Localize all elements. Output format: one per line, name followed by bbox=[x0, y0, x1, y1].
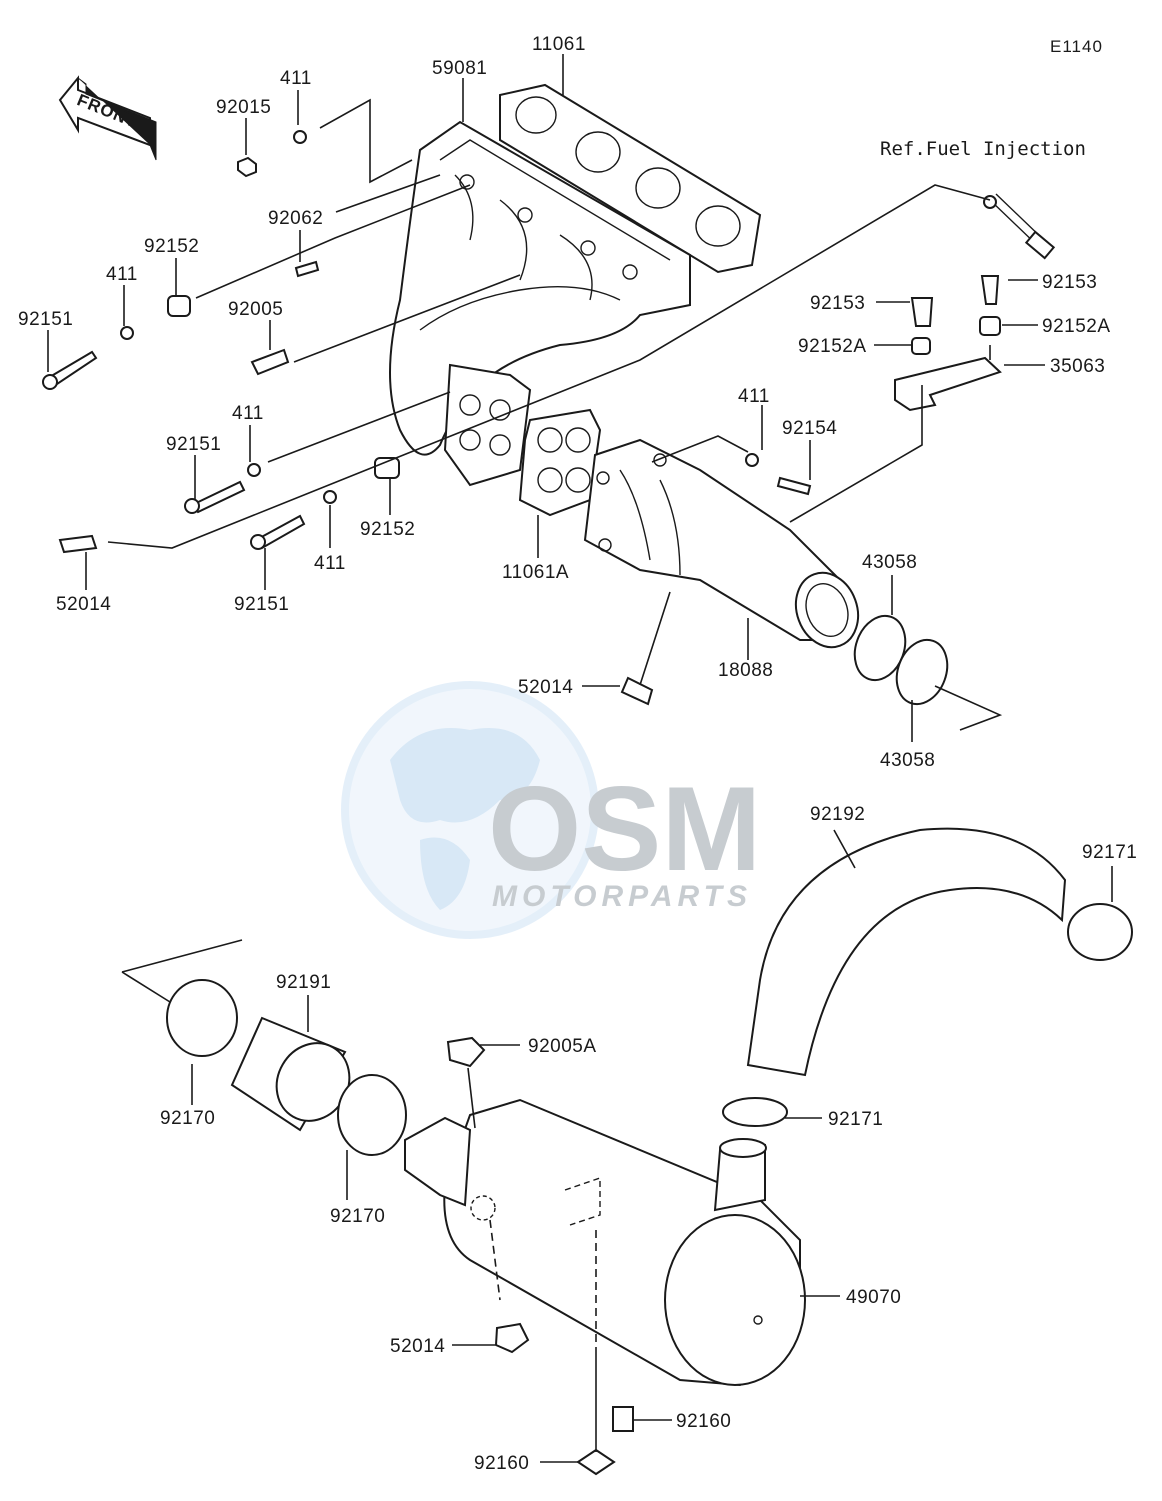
label-92151-bottom: 92151 bbox=[234, 594, 289, 615]
pad-lower bbox=[576, 1448, 616, 1476]
label-92152A-mid: 92152A bbox=[798, 336, 867, 357]
clamp-lower bbox=[722, 1097, 788, 1127]
watermark: OSM MOTORPARTS bbox=[341, 681, 761, 939]
label-35063: 35063 bbox=[1050, 356, 1105, 377]
watermark-brand: OSM bbox=[488, 762, 761, 896]
label-411-right: 411 bbox=[738, 386, 770, 407]
label-411-top: 411 bbox=[280, 68, 312, 89]
label-92192: 92192 bbox=[810, 804, 865, 825]
label-52014-left: 52014 bbox=[56, 594, 111, 615]
label-92191: 92191 bbox=[276, 972, 331, 993]
label-92153-mid: 92153 bbox=[810, 293, 865, 314]
label-43058-bottom: 43058 bbox=[880, 750, 935, 771]
label-92062: 92062 bbox=[268, 208, 323, 229]
fitting-92005A bbox=[446, 1036, 486, 1068]
label-92005: 92005 bbox=[228, 299, 283, 320]
pad-upper bbox=[612, 1406, 634, 1432]
clamp-upper bbox=[1067, 903, 1133, 961]
flange-gasket bbox=[518, 408, 602, 517]
clamp-left bbox=[166, 979, 238, 1057]
diagram-code: E1140 bbox=[1050, 37, 1103, 56]
label-92160-bottom: 92160 bbox=[474, 1453, 529, 1474]
bracket bbox=[894, 356, 1002, 412]
label-92152A-right: 92152A bbox=[1042, 316, 1111, 337]
label-49070: 49070 bbox=[846, 1287, 901, 1308]
hose-upper bbox=[746, 827, 1067, 1077]
label-52014-bottom: 52014 bbox=[390, 1336, 445, 1357]
part-labels: 11061 59081 411 92015 92062 92152 411 92… bbox=[18, 34, 1137, 1474]
label-92151-mid: 92151 bbox=[166, 434, 221, 455]
clamp-mid bbox=[337, 1074, 407, 1156]
label-59081: 59081 bbox=[432, 58, 487, 79]
leader-lines bbox=[47, 54, 1113, 1463]
label-92151-left: 92151 bbox=[18, 309, 73, 330]
o-ring-lower bbox=[895, 638, 949, 706]
label-43058-top: 43058 bbox=[862, 552, 917, 573]
front-arrow-icon: FRONT bbox=[58, 75, 157, 161]
label-92152-mid: 92152 bbox=[360, 519, 415, 540]
label-92171-top: 92171 bbox=[1082, 842, 1137, 863]
label-411-mid: 411 bbox=[232, 403, 264, 424]
label-92005A: 92005A bbox=[528, 1036, 597, 1057]
label-92153-right: 92153 bbox=[1042, 272, 1097, 293]
hardware bbox=[42, 130, 1001, 706]
label-92154: 92154 bbox=[782, 418, 837, 439]
label-92015: 92015 bbox=[216, 97, 271, 118]
label-92152-left: 92152 bbox=[144, 236, 199, 257]
label-11061: 11061 bbox=[532, 34, 586, 55]
label-411-bottom: 411 bbox=[314, 553, 346, 574]
exhaust-manifold bbox=[389, 120, 691, 487]
manifold-gasket bbox=[499, 83, 762, 274]
label-92170-left: 92170 bbox=[160, 1108, 215, 1129]
label-92170-mid: 92170 bbox=[330, 1206, 385, 1227]
label-92171-bottom: 92171 bbox=[828, 1109, 883, 1130]
label-18088: 18088 bbox=[718, 660, 773, 681]
muffler bbox=[404, 1098, 806, 1387]
label-11061A: 11061A bbox=[502, 562, 569, 583]
label-52014-mid: 52014 bbox=[518, 677, 573, 698]
label-92160-right: 92160 bbox=[676, 1411, 731, 1432]
injection-connector bbox=[983, 193, 1056, 260]
reference-note: Ref.Fuel Injection bbox=[880, 138, 1086, 160]
fitting-52014 bbox=[494, 1322, 530, 1354]
watermark-sub: MOTORPARTS bbox=[492, 880, 752, 913]
label-411-left: 411 bbox=[106, 264, 138, 285]
exhaust-pipe bbox=[583, 438, 860, 649]
